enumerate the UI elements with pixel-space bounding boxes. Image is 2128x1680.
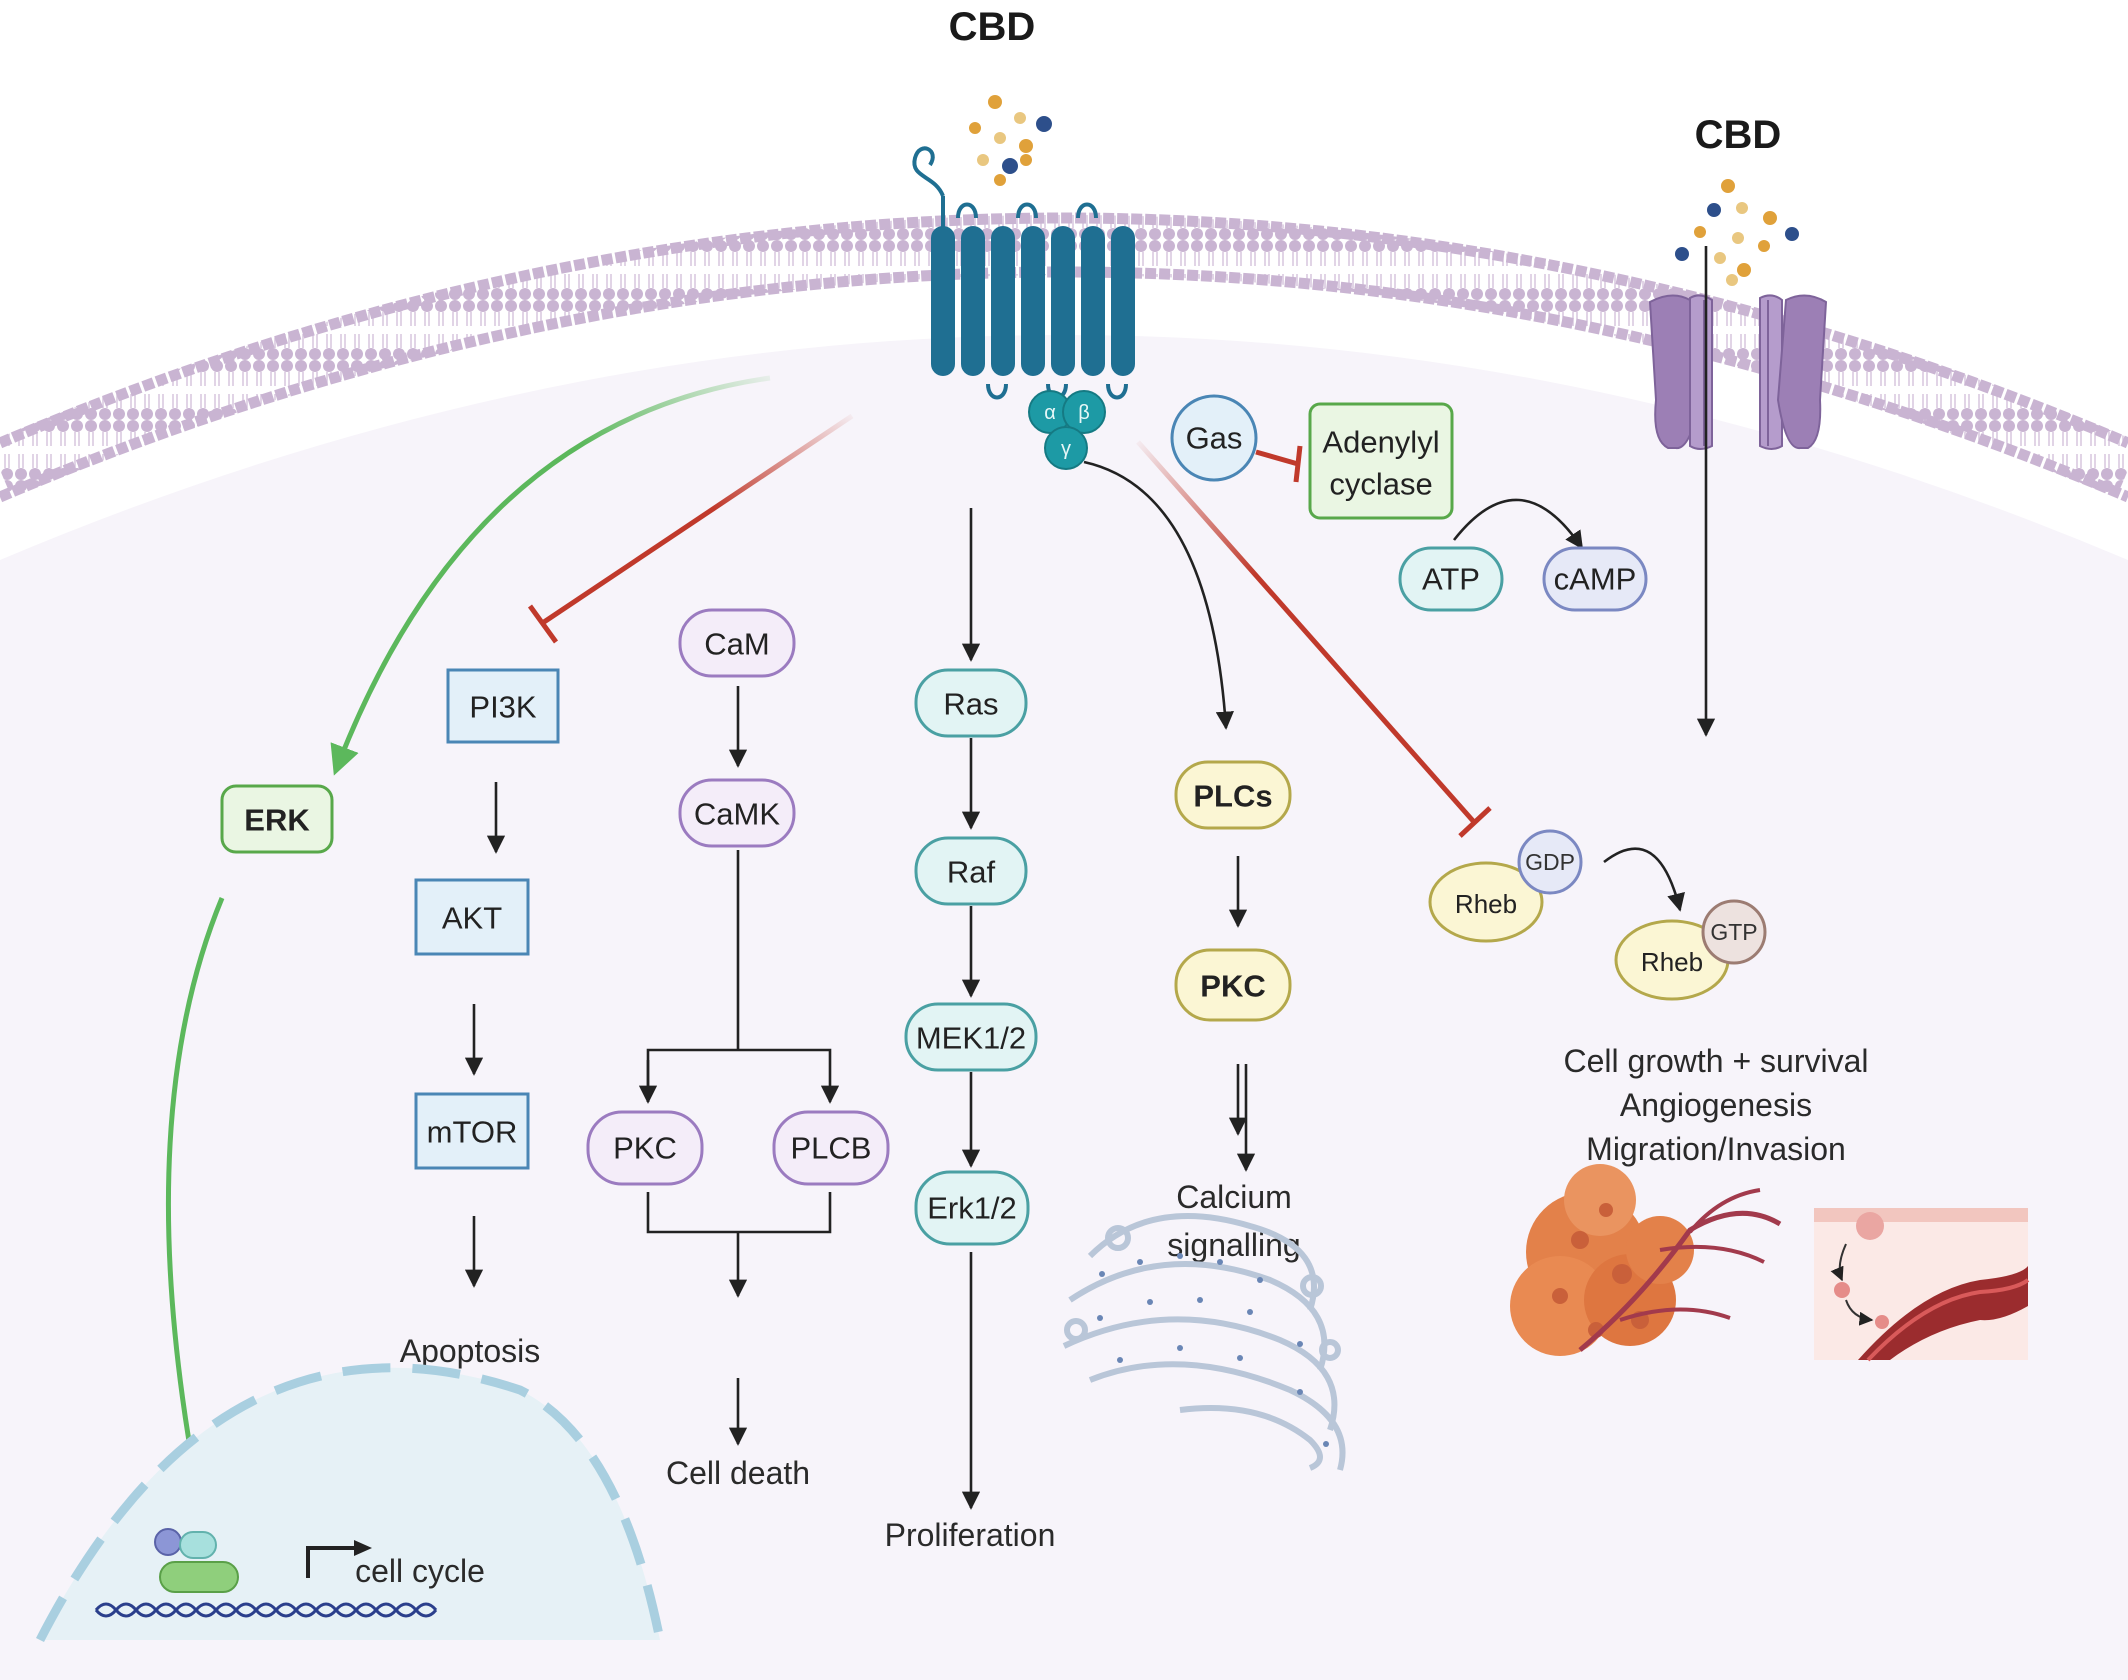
erk12-label: Erk1/2 xyxy=(927,1191,1017,1226)
raf-node[interactable]: Raf xyxy=(914,836,1028,906)
rheb2-label: Rheb xyxy=(1641,947,1703,977)
erk-node[interactable]: ERK xyxy=(220,784,334,854)
outcome-proliferation: Proliferation xyxy=(885,1517,1056,1553)
plc-pathway-arrows xyxy=(1228,856,1256,1172)
ras-label: Ras xyxy=(943,687,998,722)
gas-label: Gas xyxy=(1186,421,1243,456)
g-protein-complex: α β γ xyxy=(1028,390,1106,470)
tumor-illustration xyxy=(1510,1164,1782,1356)
outcome-growth-line2: Angiogenesis xyxy=(1620,1087,1812,1123)
cam-node[interactable]: CaM xyxy=(678,608,796,678)
atp-node[interactable]: ATP xyxy=(1398,546,1504,612)
activation-arrow-erk xyxy=(330,375,771,776)
erk-label: ERK xyxy=(244,803,310,838)
arrow-gdp-to-gtp xyxy=(1603,847,1685,912)
gpcr-receptor xyxy=(912,146,1135,400)
plcs-label: PLCs xyxy=(1193,779,1272,814)
inhibition-arrow-rheb xyxy=(1136,440,1492,838)
cbd-molecules-channel xyxy=(1675,179,1799,286)
invasion-illustration xyxy=(1814,1208,2030,1362)
outcome-apoptosis: Apoptosis xyxy=(400,1333,541,1369)
g-beta-label: β xyxy=(1078,402,1090,424)
pkc-mid-label: PKC xyxy=(1200,969,1265,1004)
rheb-gtp-complex[interactable]: Rheb GTP xyxy=(1614,899,1767,1001)
pi3k-label: PI3K xyxy=(469,690,537,725)
outcome-cell-death: Cell death xyxy=(666,1455,810,1491)
adenylyl-label-line1: Adenylyl xyxy=(1322,425,1439,460)
pkc-left-label: PKC xyxy=(613,1131,677,1166)
arrow-gprotein-to-plcs xyxy=(1083,460,1234,730)
nucleus-cell-cycle-label: cell cycle xyxy=(355,1553,485,1589)
pi3k-node[interactable]: PI3K xyxy=(446,668,560,744)
cam-label: CaM xyxy=(704,627,769,662)
g-beta-subunit xyxy=(1062,390,1106,434)
camp-node[interactable]: cAMP xyxy=(1542,546,1648,612)
outcome-growth-line1: Cell growth + survival xyxy=(1564,1043,1869,1079)
nucleus-illustration xyxy=(35,1363,665,1643)
akt-node[interactable]: AKT xyxy=(414,878,530,956)
plcb-node[interactable]: PLCB xyxy=(772,1110,890,1186)
raf-label: Raf xyxy=(947,855,996,890)
outcome-growth-line3: Migration/Invasion xyxy=(1586,1131,1846,1167)
outcome-calcium-line2: signalling xyxy=(1167,1227,1300,1263)
mtor-label: mTOR xyxy=(427,1115,518,1150)
ras-node[interactable]: Ras xyxy=(914,668,1028,738)
cbd-title-receptor: CBD xyxy=(949,5,1036,49)
gas-node[interactable]: Gas xyxy=(1170,394,1258,482)
camp-label: cAMP xyxy=(1554,562,1637,597)
pi3k-pathway-arrows xyxy=(464,782,506,1288)
arrow-atp-to-camp xyxy=(1452,498,1584,550)
pkc-left-node[interactable]: PKC xyxy=(586,1110,704,1186)
cbd-title-channel: CBD xyxy=(1695,113,1782,157)
outcome-calcium-line1: Calcium xyxy=(1176,1179,1292,1215)
activation-arrow-nucleus xyxy=(165,897,225,1488)
mek-label: MEK1/2 xyxy=(916,1021,1026,1056)
adenylyl-cyclase-node[interactable]: Adenylyl cyclase xyxy=(1308,402,1454,520)
camk-node[interactable]: CaMK xyxy=(678,778,796,848)
cam-pathway-arrows xyxy=(638,686,840,1446)
gtp-label: GTP xyxy=(1710,919,1757,945)
rheb-gdp-complex[interactable]: Rheb GDP xyxy=(1428,829,1583,943)
rheb1-label: Rheb xyxy=(1455,889,1517,919)
atp-label: ATP xyxy=(1422,562,1480,597)
adenylyl-label-line2: cyclase xyxy=(1329,467,1432,502)
pkc-mid-node[interactable]: PKC xyxy=(1174,948,1292,1022)
g-gamma-subunit xyxy=(1044,426,1088,470)
erk12-node[interactable]: Erk1/2 xyxy=(914,1170,1030,1246)
mek-node[interactable]: MEK1/2 xyxy=(904,1002,1038,1072)
g-alpha-label: α xyxy=(1044,402,1056,424)
g-gamma-label: γ xyxy=(1061,438,1071,460)
plcs-node[interactable]: PLCs xyxy=(1174,760,1292,830)
inhibition-arrow-pi3k xyxy=(527,413,854,644)
plcb-label: PLCB xyxy=(791,1131,872,1166)
er-ribosomes xyxy=(1097,1253,1329,1447)
gdp-label: GDP xyxy=(1525,849,1575,875)
camk-label: CaMK xyxy=(694,797,780,832)
endoplasmic-reticulum-illustration xyxy=(1062,1213,1346,1471)
mtor-node[interactable]: mTOR xyxy=(414,1092,530,1170)
inhibition-arrow-adenylyl xyxy=(1255,445,1303,483)
akt-label: AKT xyxy=(442,901,502,936)
cbd-molecules-receptor xyxy=(969,95,1052,186)
